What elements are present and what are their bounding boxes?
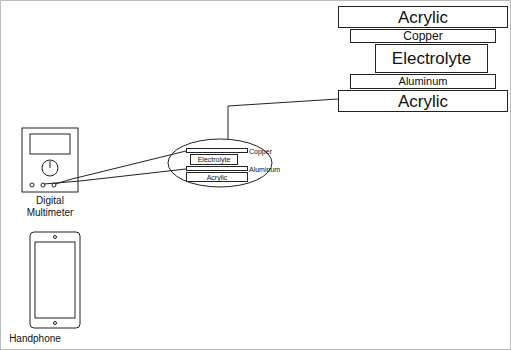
layer-box: Electrolyte	[375, 44, 488, 73]
layer-box: Electrolyte	[190, 154, 238, 165]
layer-box: Acrylic	[186, 172, 248, 182]
layer-label: Acrylic	[207, 174, 228, 181]
layer-label: Aluminum	[399, 76, 448, 87]
layer-label: Copper	[403, 30, 442, 42]
zoom-ellipse	[168, 139, 272, 187]
handphone-symbol	[30, 232, 80, 328]
layer-label: Electrolyte	[392, 50, 471, 67]
layer-label: Acrylic	[398, 9, 448, 26]
plate-layer: Aluminum	[186, 166, 248, 171]
layer-box: Copper	[350, 29, 496, 43]
zoom-leader	[228, 99, 338, 139]
device-label: Handphone	[5, 333, 65, 345]
layer-label: Acrylic	[398, 93, 448, 110]
layer-label: Aluminum	[249, 165, 280, 172]
probe-wire	[44, 151, 186, 184]
layer-label: Copper	[249, 147, 272, 154]
layer-box: Acrylic	[338, 90, 508, 112]
multimeter-symbol	[22, 128, 78, 192]
layer-label: Electrolyte	[198, 156, 231, 163]
layer-box: Acrylic	[338, 6, 508, 28]
plate-layer: Copper	[186, 148, 248, 153]
device-label: Digital Multimeter	[14, 195, 86, 218]
layer-box: Aluminum	[350, 74, 496, 89]
